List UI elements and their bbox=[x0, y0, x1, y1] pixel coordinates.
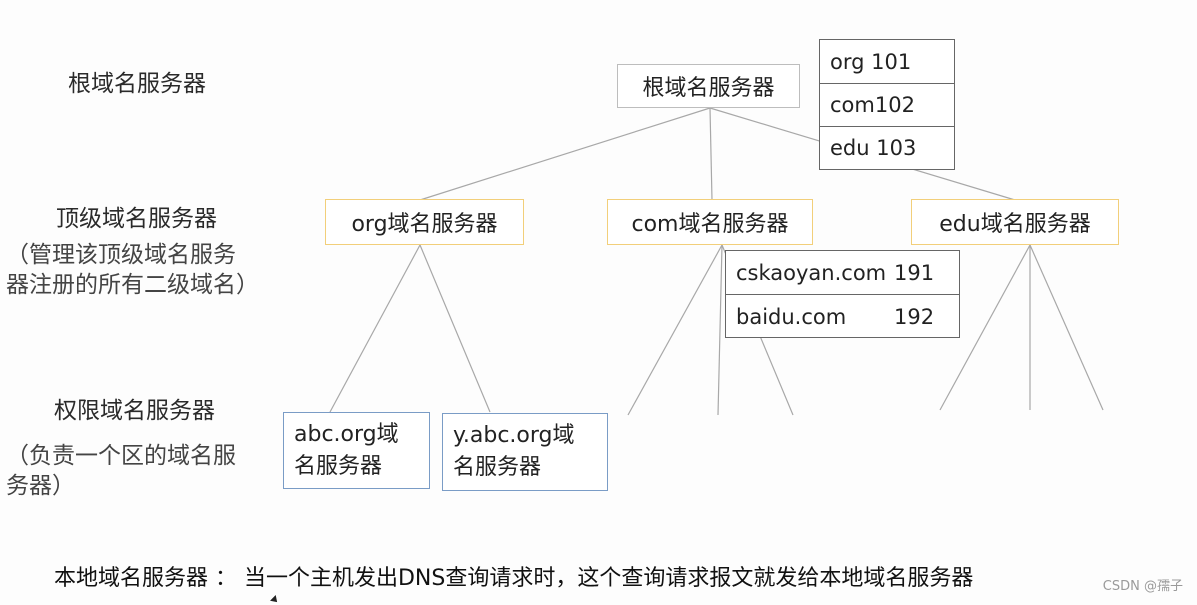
node-root-label: 根域名服务器 bbox=[642, 76, 775, 101]
com-table-row: cskaoyan.com 191 bbox=[726, 251, 959, 295]
edge-root-org bbox=[419, 107, 711, 201]
root-table: org 101 com102 edu 103 bbox=[819, 39, 955, 170]
label-root-level: 根域名服务器 bbox=[68, 71, 206, 97]
local-dns-footnote: 本地域名服务器 ： 当一个主机发出DNS查询请求时，这个查询请求报文就发给本地域… bbox=[54, 566, 974, 591]
node-com-server: com域名服务器 bbox=[607, 199, 813, 245]
node-com-label: com域名服务器 bbox=[631, 212, 789, 237]
root-table-cell: edu 103 bbox=[830, 136, 917, 160]
edge-root-com bbox=[709, 107, 713, 201]
node-edu-label: edu域名服务器 bbox=[939, 212, 1091, 237]
node-abc-line2: 名服务器 bbox=[294, 454, 383, 479]
watermark: CSDN @孺子 bbox=[1102, 579, 1183, 594]
com-table-value: 192 bbox=[894, 304, 935, 329]
node-y-abc-org-server: y.abc.org域 名服务器 bbox=[442, 413, 608, 491]
edge-org-abc bbox=[329, 244, 421, 413]
com-table-row: baidu.com 192 bbox=[726, 295, 959, 338]
root-table-row: org 101 bbox=[820, 40, 954, 84]
root-table-cell: org 101 bbox=[830, 49, 912, 74]
label-auth-note-line2: 务器） bbox=[6, 473, 75, 499]
label-auth-level: 权限域名服务器 bbox=[54, 398, 215, 424]
node-org-server: org域名服务器 bbox=[325, 199, 524, 245]
com-table-domain: baidu.com bbox=[736, 304, 847, 329]
edge-com-left bbox=[627, 244, 723, 416]
node-root-server: 根域名服务器 bbox=[617, 64, 800, 108]
node-edu-server: edu域名服务器 bbox=[911, 199, 1119, 245]
node-yabc-line2: 名服务器 bbox=[453, 455, 542, 480]
edge-edu-right bbox=[1029, 244, 1104, 411]
edge-edu-left bbox=[939, 244, 1031, 411]
label-tld-note-line1: （管理该顶级域名服务 bbox=[6, 242, 236, 268]
node-org-label: org域名服务器 bbox=[351, 212, 498, 237]
com-table: cskaoyan.com 191 baidu.com 192 bbox=[725, 250, 960, 338]
label-tld-level: 顶级域名服务器 bbox=[56, 206, 217, 232]
node-abc-org-server: abc.org域 名服务器 bbox=[283, 412, 430, 489]
root-table-row: edu 103 bbox=[820, 127, 954, 169]
label-auth-note-line1: （负责一个区的域名服 bbox=[6, 443, 236, 469]
edge-org-yabc bbox=[419, 244, 491, 413]
com-table-domain: cskaoyan.com bbox=[736, 260, 887, 285]
node-abc-line1: abc.org域 bbox=[294, 422, 399, 447]
root-table-row: com102 bbox=[820, 84, 954, 127]
label-tld-note-line2: 器注册的所有二级域名） bbox=[6, 272, 259, 298]
com-table-value: 191 bbox=[894, 260, 935, 285]
edge-com-mid bbox=[717, 244, 723, 416]
node-yabc-line1: y.abc.org域 bbox=[453, 423, 575, 448]
root-table-cell: com102 bbox=[830, 93, 915, 117]
